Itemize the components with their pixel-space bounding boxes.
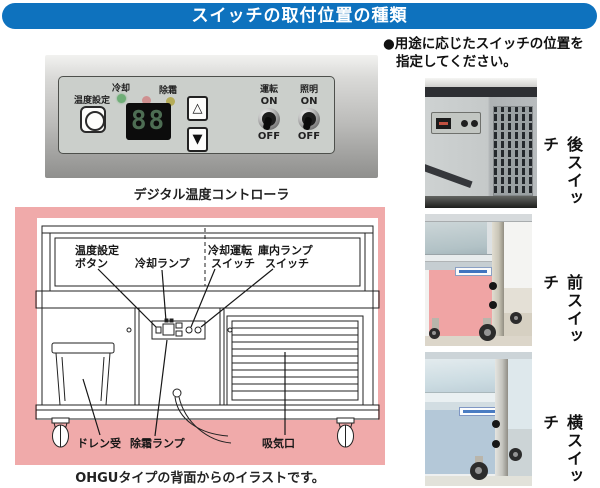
middle-led (142, 96, 151, 105)
leader-lines (82, 268, 286, 437)
mid-rail (35, 290, 380, 309)
temp-set-label: 温度設定 (74, 96, 111, 106)
callout-temp-button-line2: ボタン (75, 256, 108, 270)
caster-bracket (483, 318, 491, 328)
controller-photo: 温度設定 冷却 除霜 88 △ ▼ 運転 ON OFF 照明 ON OFF (45, 55, 378, 178)
case-under-glass (425, 262, 532, 270)
callout-defrost-lamp: 除霜ランプ (130, 436, 186, 450)
side-switch-lower (492, 440, 500, 448)
temp-set-button (80, 106, 106, 133)
run-switch-group: 運転 ON OFF (249, 82, 289, 142)
case-under-glass (425, 402, 532, 410)
drain-pan-drawing (51, 342, 115, 406)
corner-post (495, 359, 508, 476)
note-line-2: 指定してください。 (396, 54, 517, 70)
diagram-caption: OHGUタイプの背面からのイラストです。 (75, 471, 325, 486)
light-switch-group: 照明 ON OFF (289, 82, 329, 142)
defrost-led-label: 除霜 (159, 86, 178, 96)
photo-side-switch (425, 352, 532, 486)
floor (425, 476, 532, 486)
controller-caption: デジタル温度コントローラ (133, 188, 290, 203)
caster-right (336, 417, 355, 448)
intake-grille (226, 315, 364, 406)
light-off-label: OFF (297, 131, 321, 142)
case-shelf-band (425, 392, 532, 402)
callout-lamp-switch-line2: スイッチ (265, 257, 309, 270)
run-toggle-switch (258, 108, 280, 130)
light-on-label: ON (300, 96, 318, 107)
rear-panel-switch (461, 120, 468, 127)
floor (425, 336, 532, 346)
photo-front-switch (425, 214, 532, 346)
callout-cooling-switch-line1: 冷却運転 (208, 243, 252, 257)
side-panel-blue (425, 410, 501, 474)
cooling-switch-drawing (185, 326, 193, 334)
page-title: スイッチの取付位置の種類 (2, 3, 597, 29)
temp-set-button-drawing (155, 326, 162, 334)
run-switch-label: 運転 (259, 85, 278, 95)
callout-cooling-lamp: 冷却ランプ (135, 256, 191, 270)
note-text: ●用途に応じたスイッチの位置を 指定してください。 (383, 35, 598, 71)
front-switch-upper (489, 282, 497, 290)
label-rear-switch: 後スイッチ (540, 136, 583, 208)
down-arrow-button: ▼ (187, 127, 208, 152)
callout-cooling-switch-line2: スイッチ (211, 257, 255, 270)
front-corner-post (492, 222, 504, 336)
light-switch-label: 照明 (299, 85, 318, 95)
base-rail (35, 404, 380, 420)
controller-panel: 温度設定 冷却 除霜 88 △ ▼ 運転 ON OFF 照明 ON OFF (58, 76, 335, 154)
caster-bracket (432, 318, 439, 330)
caster-wheel (429, 328, 440, 339)
countertop-edge (425, 78, 537, 87)
rear-panel-switch (471, 120, 478, 127)
caster-wheel (479, 324, 496, 341)
cooling-led-label: 冷却 (112, 84, 131, 94)
condenser-grille (493, 106, 533, 196)
rear-control-panel (431, 112, 481, 134)
case-top-frame (425, 214, 532, 222)
label-front-switch: 前スイッチ (540, 274, 583, 346)
callout-drain-pan: ドレン受 (77, 436, 121, 450)
lamp-switch-drawing (194, 326, 202, 334)
seven-segment-display: 88 (126, 103, 171, 140)
caster-wheel (510, 312, 522, 324)
brand-sticker (455, 267, 492, 276)
up-arrow-button: △ (187, 96, 208, 121)
photo-bottom-shadow (425, 196, 537, 208)
rear-view-illustration: 温度設定 ボタン 冷却ランプ 冷却運転 スイッチ 庫内ランプ スイッチ ドレン受… (35, 218, 380, 450)
side-switch-upper (492, 420, 500, 428)
case-mid-frame (425, 254, 532, 262)
caster-wheel (509, 448, 522, 461)
caster-wheel (470, 462, 488, 480)
front-switch-lower (489, 301, 497, 309)
defrost-led (166, 97, 175, 106)
light-toggle-switch (298, 108, 320, 130)
photo-rear-switch (425, 78, 537, 208)
counter-shadow-band (425, 87, 537, 97)
rear-view-diagram: 温度設定 ボタン 冷却ランプ 冷却運転 スイッチ 庫内ランプ スイッチ ドレン受… (15, 207, 385, 465)
caster-bracket (475, 456, 483, 466)
power-cord (172, 388, 232, 444)
display-drawing (162, 323, 175, 336)
callout-temp-button-line1: 温度設定 (75, 243, 119, 257)
cabinet-outline (35, 225, 380, 420)
label-side-switch: 横スイッチ (540, 414, 583, 486)
run-off-label: OFF (257, 131, 281, 142)
run-on-label: ON (260, 96, 278, 107)
case-top-frame (425, 352, 532, 359)
note-line-1: ●用途に応じたスイッチの位置を (383, 36, 584, 52)
rear-panel-display (436, 118, 451, 129)
caster-left (51, 417, 70, 448)
screw (126, 327, 132, 333)
cooling-led (117, 94, 126, 103)
callout-lamp-switch-line1: 庫内ランプ (258, 243, 314, 257)
callout-intake: 吸気口 (262, 436, 295, 450)
